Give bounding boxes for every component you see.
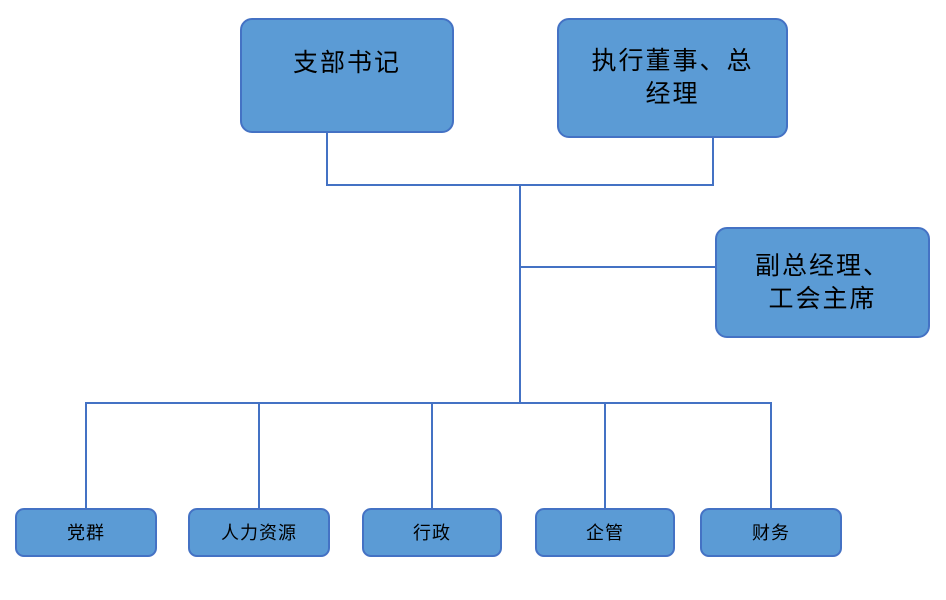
- node-branch-secretary: 支部书记: [240, 18, 454, 133]
- connector-human-resources-drop: [258, 403, 260, 508]
- node-branch-secretary-label: 支部书记: [292, 49, 401, 77]
- connector-branch-secretary-drop: [326, 132, 328, 185]
- connector-administration-drop: [431, 403, 433, 508]
- connector-central-trunk: [519, 185, 521, 404]
- node-human-resources: 人力资源: [188, 508, 330, 557]
- node-deputy-gm-union-chair: 副总经理、 工会主席: [715, 227, 930, 338]
- node-executive-director-gm-label-line2: 经理: [645, 80, 700, 108]
- node-finance: 财务: [700, 508, 842, 557]
- node-human-resources-label: 人力资源: [221, 522, 297, 543]
- node-party-mass-label: 党群: [67, 522, 105, 543]
- connector-party-mass-drop: [85, 403, 87, 508]
- node-deputy-gm-union-chair-label-line1: 副总经理、: [754, 251, 890, 280]
- node-enterprise-management-label: 企管: [586, 522, 624, 543]
- connector-bottom-bus: [85, 402, 772, 404]
- node-administration: 行政: [362, 508, 502, 557]
- connector-exec-director-drop: [712, 137, 714, 185]
- node-executive-director-gm: 执行董事、总 经理: [557, 18, 788, 138]
- node-party-mass: 党群: [15, 508, 157, 557]
- node-finance-label: 财务: [752, 522, 790, 543]
- connector-deputy-gm-branch: [521, 266, 715, 268]
- node-enterprise-management: 企管: [535, 508, 675, 557]
- connector-finance-drop: [770, 403, 772, 508]
- node-executive-director-gm-label-line1: 执行董事、总: [591, 47, 754, 75]
- connector-enterprise-mgmt-drop: [604, 403, 606, 508]
- node-deputy-gm-union-chair-label-line2: 工会主席: [768, 284, 877, 313]
- node-administration-label: 行政: [413, 522, 451, 543]
